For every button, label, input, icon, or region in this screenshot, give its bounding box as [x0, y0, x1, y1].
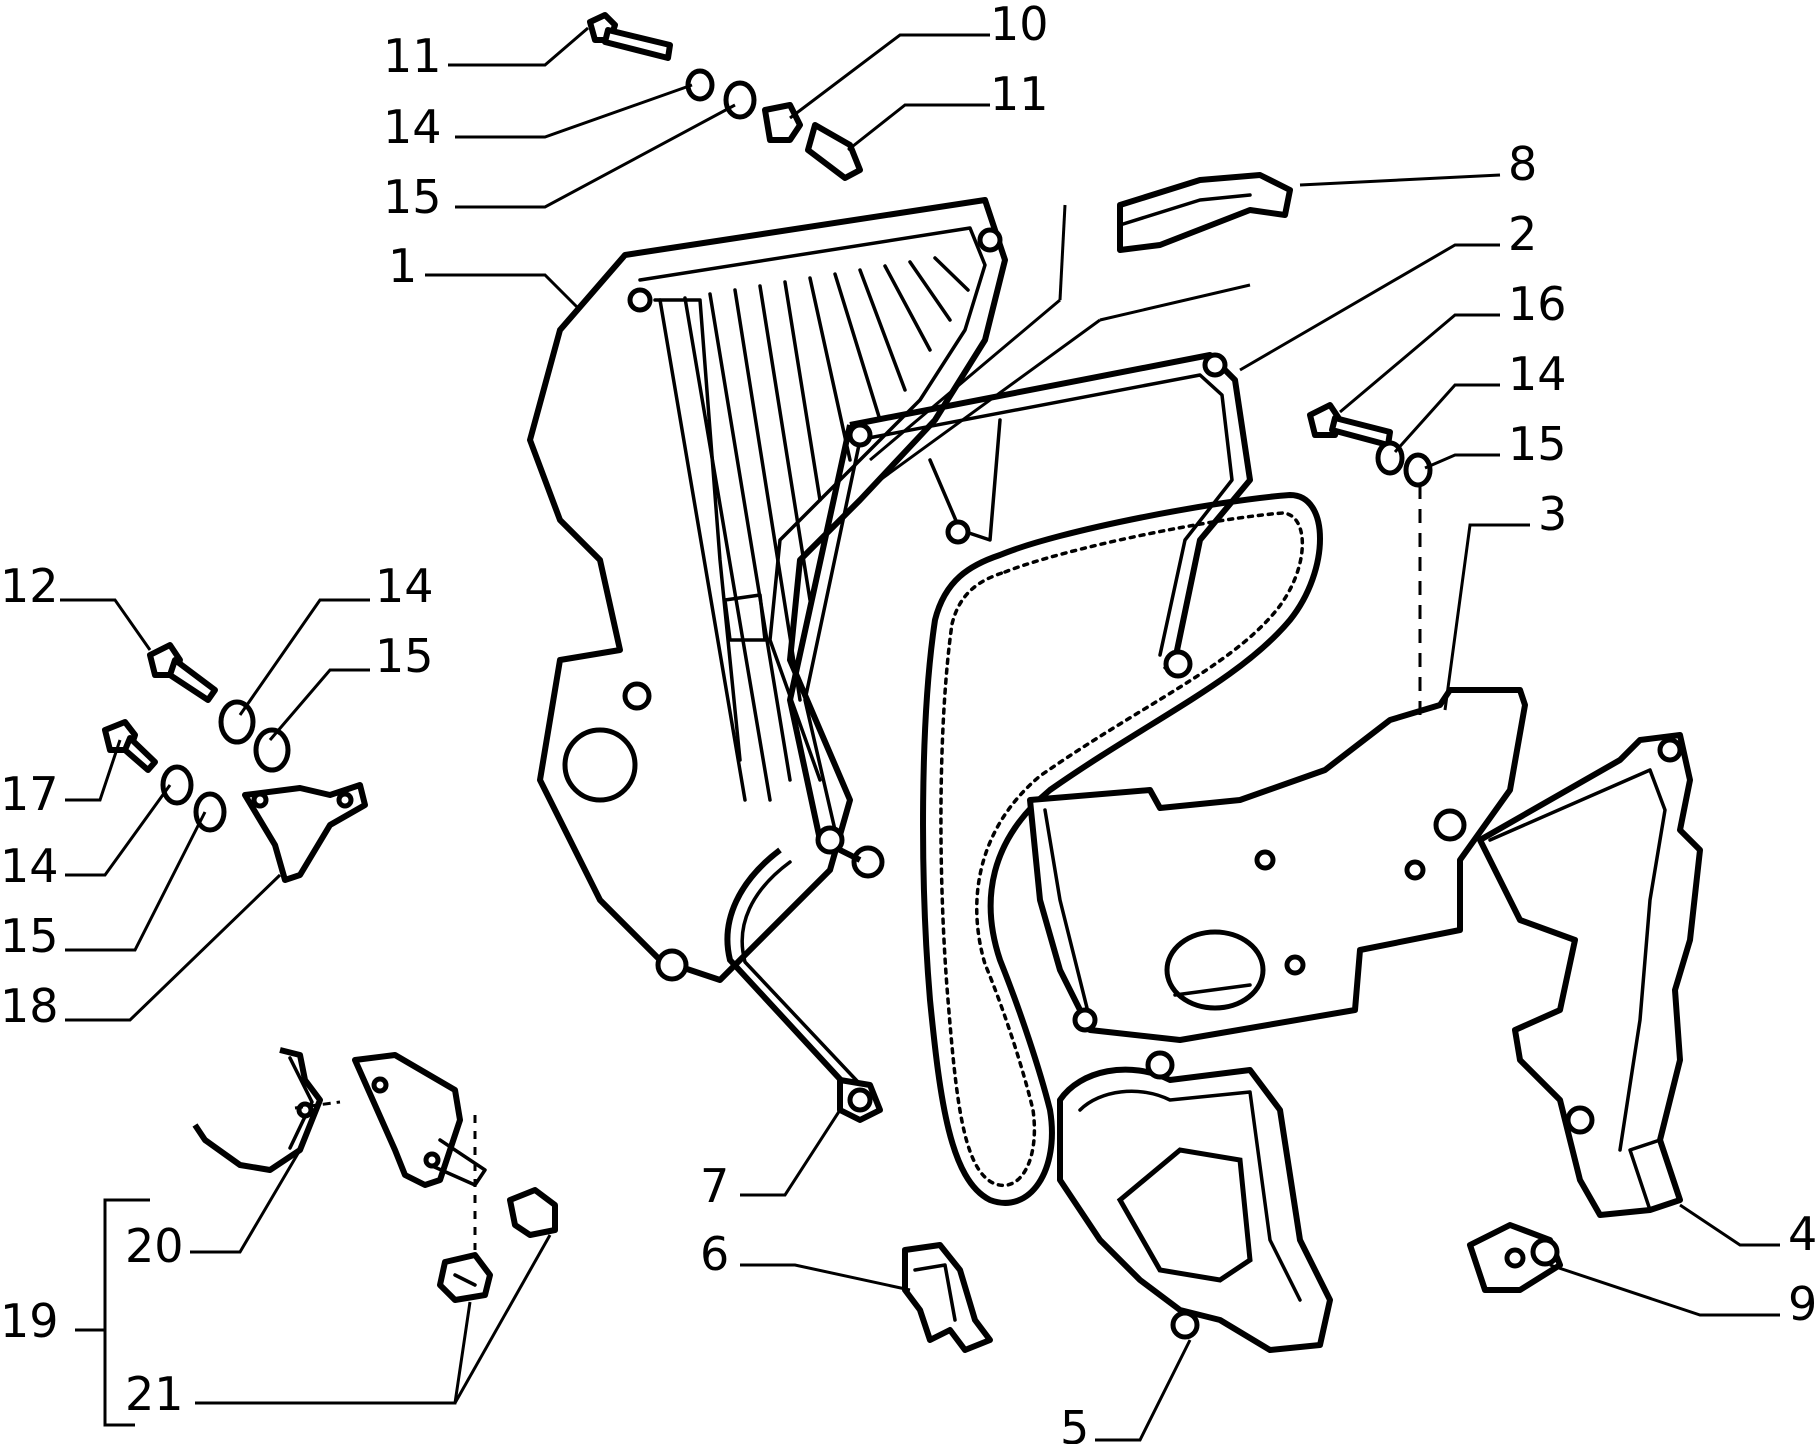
- bracket-hole: [423, 1151, 441, 1169]
- part-6-clip: [902, 1242, 993, 1353]
- bracket-bushing: [847, 1087, 873, 1113]
- callout-3: 3: [1538, 487, 1567, 541]
- callout-10: 10: [990, 0, 1049, 51]
- callout-14-top: 14: [383, 100, 442, 154]
- plate-hole: [1254, 849, 1276, 871]
- gasket-hole: [1163, 649, 1193, 679]
- bracket-hole: [371, 1076, 389, 1094]
- part-18-bracket: [242, 782, 368, 883]
- fastener-group-right: [1307, 402, 1433, 488]
- cover-ribs: [658, 256, 970, 802]
- lower-cover-hole: [1170, 1310, 1200, 1340]
- callout-6: 6: [700, 1227, 729, 1281]
- part-4-side-guard: [1477, 732, 1703, 1218]
- mount-hole: [627, 287, 653, 313]
- callout-16: 16: [1508, 277, 1567, 331]
- callout-15-top: 15: [383, 170, 442, 224]
- gasket-hole: [847, 422, 873, 448]
- part-3-backing-plate: [1027, 485, 1528, 1043]
- callout-19: 19: [0, 1294, 59, 1348]
- callout-15-left: 15: [375, 629, 434, 683]
- callout-18: 18: [0, 979, 59, 1033]
- lower-cover-window: [1116, 1147, 1253, 1283]
- washer-15: [723, 80, 757, 120]
- callout-11: 11: [990, 67, 1049, 121]
- leader-lines: [60, 26, 1780, 1442]
- mount-hole: [622, 681, 652, 711]
- timing-belt: [920, 492, 1323, 1206]
- part-9-nut-plate: [1467, 1222, 1563, 1293]
- callout-14-lower: 14: [0, 839, 59, 893]
- washer-14: [218, 699, 256, 745]
- callout-1: 1: [388, 239, 417, 293]
- bracket-hole: [251, 791, 269, 809]
- bracket-hole: [336, 791, 354, 809]
- part-21-fastener-set: [294, 1052, 558, 1303]
- part-20-clip: [192, 1047, 323, 1173]
- callout-21: 21: [125, 1367, 184, 1421]
- fastener-group-top: [587, 12, 863, 181]
- plate-hole: [1284, 954, 1306, 976]
- callout-13: 11: [383, 29, 442, 83]
- callout-8: 8: [1508, 137, 1537, 191]
- callout-2: 2: [1508, 207, 1537, 261]
- callout-15-right: 15: [1508, 417, 1567, 471]
- mount-hole: [655, 948, 689, 982]
- gasket-hole: [945, 519, 971, 545]
- crank-opening: [1164, 929, 1266, 1011]
- mount-hole: [851, 845, 885, 879]
- fastener-group-left: [102, 642, 368, 883]
- callout-7: 7: [700, 1159, 729, 1213]
- callout-9: 9: [1788, 1277, 1817, 1331]
- guard-hole: [1657, 737, 1683, 763]
- nut-plate-hole: [1504, 1247, 1526, 1269]
- callout-17: 17: [0, 767, 59, 821]
- plate-hole: [1433, 808, 1467, 842]
- plate-hole: [1072, 1007, 1098, 1033]
- guard-hole: [1565, 1105, 1595, 1135]
- nut-plate-hole: [1530, 1237, 1560, 1267]
- washer-15: [1403, 452, 1433, 488]
- callout-4: 4: [1788, 1207, 1817, 1261]
- washer-15: [253, 727, 291, 773]
- part-5-lower-cover: [1057, 1050, 1333, 1353]
- callout-5: 5: [1060, 1401, 1089, 1444]
- part-1-upper-timing-cover: [527, 197, 1008, 983]
- part-2-cover-gasket: [787, 204, 1253, 863]
- gasket-hole: [1202, 352, 1228, 378]
- part-8-strip: [1117, 172, 1293, 253]
- lower-cover-hole: [1145, 1050, 1175, 1080]
- washer-14: [160, 764, 194, 806]
- callout-14-left: 14: [375, 559, 434, 613]
- washer-15: [193, 791, 227, 833]
- callout-12: 12: [0, 559, 59, 613]
- pulley-opening: [562, 727, 638, 803]
- callout-15-lower: 15: [0, 909, 59, 963]
- gasket-hole: [815, 825, 845, 855]
- plate-hole: [1404, 859, 1426, 881]
- callout-20: 20: [125, 1219, 184, 1273]
- part-7-bracket-arm: [724, 847, 883, 1123]
- callout-14-right: 14: [1508, 347, 1567, 401]
- mount-hole: [977, 227, 1003, 253]
